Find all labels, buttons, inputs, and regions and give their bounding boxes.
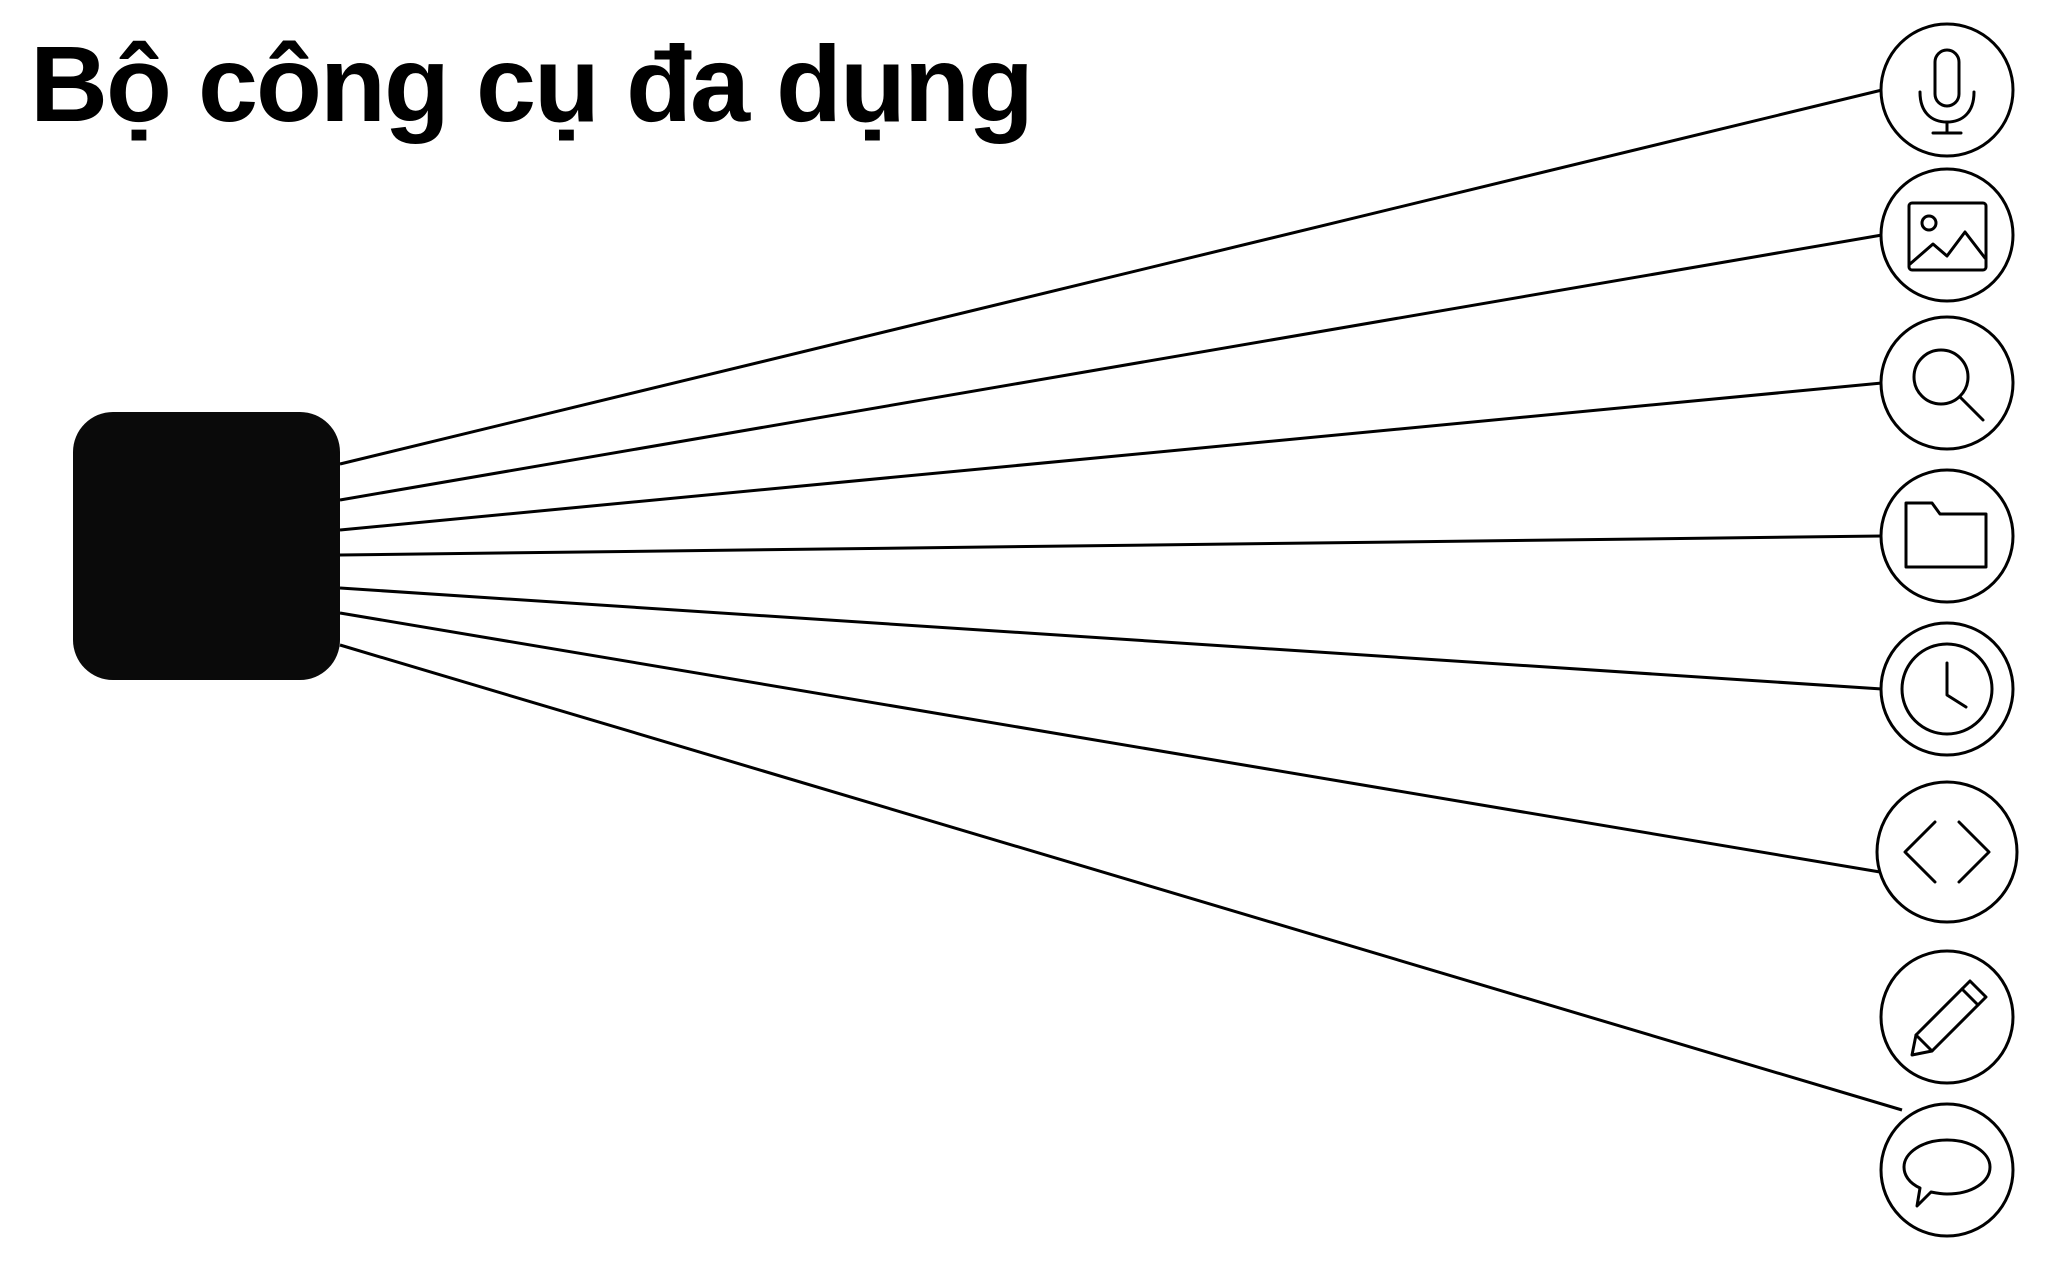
connector-microphone — [339, 88, 1883, 466]
image-icon — [1907, 201, 1988, 272]
connector-folder — [339, 534, 1883, 557]
tool-node-search[interactable] — [1879, 315, 2015, 451]
tool-node-clock[interactable] — [1879, 621, 2015, 757]
connector-search — [339, 381, 1883, 532]
tool-node-folder[interactable] — [1879, 468, 2015, 604]
tool-node-microphone[interactable] — [1879, 22, 2015, 158]
clock-icon — [1900, 642, 1994, 736]
tool-node-chat[interactable] — [1879, 1102, 2015, 1238]
chat-bubble-icon — [1902, 1138, 1992, 1208]
tool-node-pencil[interactable] — [1879, 949, 2015, 1085]
tool-node-code[interactable] — [1875, 780, 2019, 924]
tool-node-image[interactable] — [1879, 167, 2015, 303]
connector-chat — [339, 643, 1903, 1112]
pencil-icon — [1910, 979, 1988, 1057]
folder-icon — [1904, 501, 1988, 569]
connector-image — [339, 233, 1883, 502]
connectors — [339, 88, 1903, 1112]
microphone-icon — [1918, 48, 1976, 135]
search-icon — [1912, 348, 1985, 422]
code-icon — [1903, 820, 1991, 884]
central-hub — [73, 412, 340, 680]
connector-code — [339, 611, 1881, 874]
page-title: Bộ công cụ đa dụng — [30, 23, 1034, 144]
connector-clock — [339, 586, 1883, 691]
